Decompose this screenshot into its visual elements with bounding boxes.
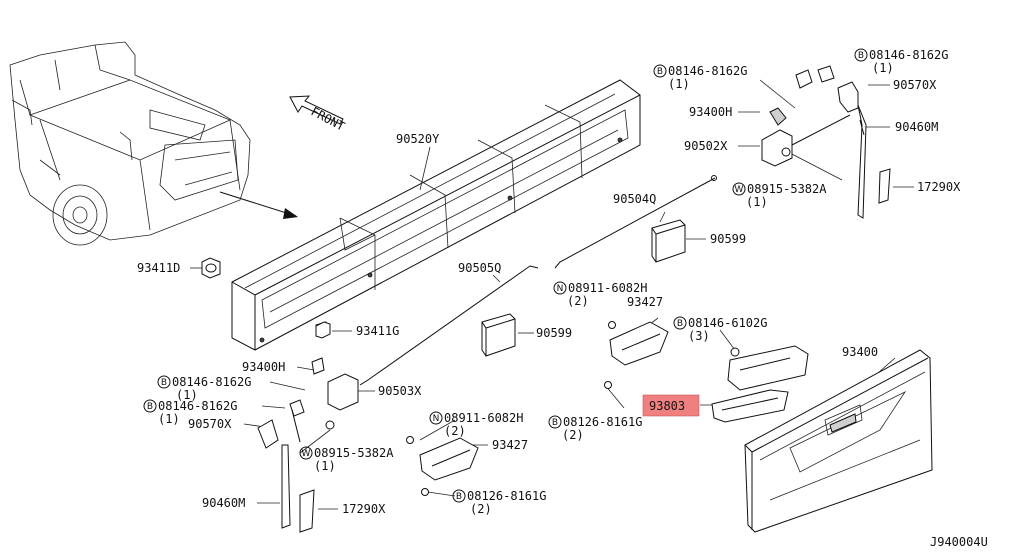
- fastener-f4: N 08911-6082H (2): [553, 281, 647, 308]
- fastener-f2-qty: (1): [872, 61, 894, 75]
- fastener-f8-prefix: B: [147, 402, 153, 412]
- clip-93411G: [315, 321, 331, 339]
- fastener-f8-qty: (1): [158, 412, 180, 426]
- front-arrow: [289, 95, 344, 125]
- fastener-f4-qty: (2): [567, 294, 589, 308]
- label-90570X-top: 90570X: [893, 78, 937, 92]
- fastener-f9-prefix: W: [302, 449, 311, 459]
- label-90520Y: 90520Y: [396, 132, 440, 146]
- label-90599-upper: 90599: [710, 232, 746, 246]
- fastener-f3-qty: (1): [746, 195, 768, 209]
- fastener-f7-qty: (1): [176, 388, 198, 402]
- fastener-f5-prefix: B: [677, 319, 683, 329]
- fastener-f8: B 08146-8162G (1): [143, 399, 237, 426]
- label-17290X-lower: 17290X: [342, 502, 386, 516]
- inner-panel-90520Y: [231, 79, 641, 351]
- fastener-f1-code: 08146-8162G: [668, 64, 747, 78]
- fastener-f4-code: 08911-6082H: [568, 281, 647, 295]
- label-93427-lower: 93427: [492, 438, 528, 452]
- fastener-f4-prefix: N: [557, 284, 564, 294]
- fastener-f7: B 08146-8162G (1): [157, 375, 251, 402]
- fastener-f6-qty: (2): [562, 428, 584, 442]
- lock-assembly-left: [257, 357, 359, 533]
- labels: 90520Y 93411D 93411G 90504Q 90599 90505Q…: [137, 78, 988, 549]
- fastener-f1-qty: (1): [668, 77, 690, 91]
- label-93427-upper: 93427: [627, 295, 663, 309]
- view-arrow-head: [283, 208, 298, 219]
- pad-90599-lower: [481, 313, 516, 357]
- rod-90505Q: [359, 265, 539, 386]
- fastener-f10-qty: (2): [444, 424, 466, 438]
- fastener-f8-code: 08146-8162G: [158, 399, 237, 413]
- clip-93411D: [201, 257, 221, 279]
- bracket-93427-upper: [604, 321, 669, 389]
- fastener-f2-prefix: B: [858, 51, 864, 61]
- fastener-f5-code: 08146-6102G: [688, 316, 767, 330]
- pad-90599-upper: [651, 219, 686, 263]
- label-90504Q: 90504Q: [613, 192, 656, 206]
- label-90599-lower: 90599: [536, 326, 572, 340]
- label-93411G: 93411G: [356, 324, 399, 338]
- bracket-93427-lower: [406, 436, 479, 496]
- fastener-f6: B 08126-8161G (2): [548, 415, 642, 442]
- fastener-f11: B 08126-8161G (2): [452, 489, 546, 516]
- fastener-f1: B 08146-8162G (1): [653, 64, 747, 91]
- fastener-f3-prefix: W: [735, 185, 744, 195]
- label-93400: 93400: [842, 345, 878, 359]
- fastener-f9-code: 08915-5382A: [314, 446, 394, 460]
- label-93411D: 93411D: [137, 261, 180, 275]
- fastener-f2-code: 08146-8162G: [869, 48, 948, 62]
- label-93400H-left: 93400H: [242, 360, 285, 374]
- fastener-f6-code: 08126-8161G: [563, 415, 642, 429]
- fastener-f9: W 08915-5382A (1): [299, 446, 394, 473]
- label-93400H-top: 93400H: [689, 105, 732, 119]
- label-93803: 93803: [649, 399, 685, 413]
- diagram-code: J940004U: [930, 535, 988, 549]
- label-90503X: 90503X: [378, 384, 422, 398]
- fastener-f3: W 08915-5382A (1): [732, 182, 827, 209]
- leader-lines: [190, 79, 914, 510]
- truck-illustration: [9, 41, 251, 246]
- fastener-f5-qty: (3): [688, 329, 710, 343]
- fastener-f2: B 08146-8162G (1): [854, 48, 948, 75]
- fastener-f10: N 08911-6082H (2): [429, 411, 523, 438]
- label-90502X: 90502X: [684, 139, 728, 153]
- fastener-f6-prefix: B: [552, 418, 558, 428]
- rod-90504Q: [554, 177, 716, 269]
- fastener-callouts: B 08146-8162G (1) B 08146-8162G (1) W 08…: [143, 48, 948, 516]
- handle-93803: [711, 389, 789, 423]
- label-90570X-left: 90570X: [188, 417, 232, 431]
- label-17290X-top: 17290X: [917, 180, 961, 194]
- highlight-93803: [642, 394, 700, 417]
- fastener-f7-prefix: B: [161, 378, 167, 388]
- fastener-f7-code: 08146-8162G: [172, 375, 251, 389]
- fastener-f10-code: 08911-6082H: [444, 411, 523, 425]
- view-arrow: [219, 191, 297, 217]
- fastener-f11-prefix: B: [456, 492, 462, 502]
- fastener-f10-prefix: N: [433, 414, 440, 424]
- label-90460M-lower: 90460M: [202, 496, 245, 510]
- fastener-f3-code: 08915-5382A: [747, 182, 827, 196]
- fastener-f1-prefix: B: [657, 67, 663, 77]
- front-label: FRONT: [309, 104, 347, 133]
- handle-assembly: [727, 345, 809, 391]
- tailgate-93400: [744, 349, 933, 533]
- label-90505Q: 90505Q: [458, 261, 501, 275]
- lock-assembly-right: [761, 65, 891, 219]
- fastener-f9-qty: (1): [314, 459, 336, 473]
- label-90460M-top: 90460M: [895, 120, 938, 134]
- fastener-f5: B 08146-6102G (3): [673, 316, 767, 343]
- fastener-f11-qty: (2): [470, 502, 492, 516]
- fastener-f11-code: 08126-8161G: [467, 489, 546, 503]
